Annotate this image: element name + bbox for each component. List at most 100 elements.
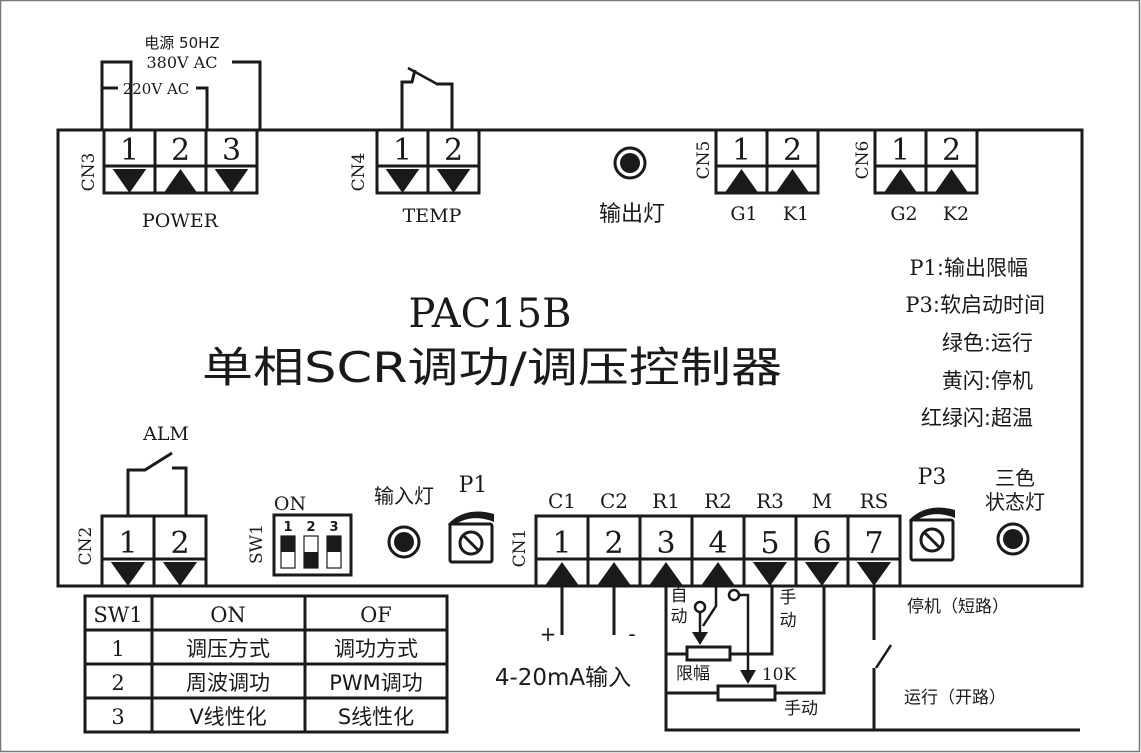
cn6-pin-2[interactable]: 2 — [942, 133, 961, 168]
cn6-id: CN6 — [853, 141, 873, 180]
selector-blade — [701, 586, 718, 627]
cn1-sub-label: RS — [860, 489, 889, 513]
run-switch-blade — [874, 644, 893, 669]
pot-arc-icon — [909, 507, 955, 524]
table-cell: 2 — [111, 671, 124, 695]
arrow-up-icon — [775, 169, 810, 193]
legend-item-p1: P1:输出限幅 — [909, 256, 1028, 280]
minus-label: - — [628, 622, 635, 646]
cn1-pin-1[interactable]: 1 — [552, 526, 571, 561]
p1-potentiometer[interactable]: P1 — [448, 473, 494, 564]
wire-380-right — [232, 60, 262, 130]
power-label-380v: 380V AC — [147, 53, 218, 72]
output-led-label: 输出灯 — [599, 202, 665, 227]
legend-item-green: 绿色:运行 — [942, 331, 1033, 355]
product-name: 单相SCR调功/调压控制器 — [202, 343, 782, 392]
table-header-cell: OF — [360, 603, 392, 627]
cn6-sub-g2: G2 — [890, 203, 917, 225]
dip-lever-icon — [281, 536, 295, 552]
arrow-up-icon — [934, 169, 969, 193]
arrow-down-icon — [856, 562, 892, 586]
cn3-id: CN3 — [79, 153, 99, 192]
cn1-pin-3[interactable]: 3 — [656, 526, 675, 561]
arrow-up-icon — [648, 562, 684, 586]
auto-label-2: 动 — [671, 607, 688, 627]
wire-380-left — [100, 60, 130, 130]
cn4-pin-2[interactable]: 2 — [444, 133, 463, 168]
status-led-label-2: 状态灯 — [985, 490, 1045, 514]
arrow-down-icon — [436, 169, 471, 193]
stop-label: 停机（短路） — [907, 597, 1009, 617]
legend-item-yellow: 黄闪:停机 — [942, 369, 1033, 393]
run-label: 运行（开路） — [904, 688, 1006, 708]
manual-switch-label-2: 动 — [780, 611, 797, 631]
dip-number: 1 — [283, 520, 292, 535]
wiper-arrow-icon — [692, 632, 708, 645]
temp-switch-wiring — [400, 66, 454, 130]
cn4-id: CN4 — [349, 153, 369, 192]
p3-label: P3 — [918, 465, 947, 490]
arrow-up-icon — [883, 169, 918, 193]
dip-number: 2 — [306, 520, 315, 535]
cn5-sub-g1: G1 — [730, 203, 757, 225]
cn2-pin-1[interactable]: 1 — [118, 526, 137, 561]
p3-potentiometer[interactable]: P3 — [909, 465, 955, 562]
wiper-arrow-icon — [740, 670, 756, 684]
cn1-id: CN1 — [510, 529, 530, 568]
cn5-pin-2[interactable]: 2 — [783, 133, 802, 168]
arrow-down-icon — [385, 169, 420, 193]
cn1-pin-4[interactable]: 4 — [708, 526, 727, 561]
arrow-down-icon — [752, 562, 788, 586]
legend: P1:输出限幅 P3:软启动时间 绿色:运行 黄闪:停机 红绿闪:超温 — [905, 256, 1045, 430]
legend-item-p3: P3:软启动时间 — [905, 293, 1045, 317]
arrow-down-icon — [110, 562, 146, 586]
power-supply-wiring: 电源 50HZ 380V AC 220V AC — [100, 34, 262, 130]
dip-lever-icon — [327, 536, 341, 552]
cn6-pin-1[interactable]: 1 — [891, 133, 910, 168]
arrow-up-icon — [163, 169, 198, 193]
wire-220-right — [196, 86, 209, 130]
wire — [400, 69, 417, 130]
wire — [126, 451, 173, 516]
input-led-label: 输入灯 — [374, 484, 434, 508]
cn1-pin-2[interactable]: 2 — [604, 526, 623, 561]
cn3-pin-1[interactable]: 1 — [120, 133, 139, 168]
cn5-pin-1[interactable]: 1 — [732, 133, 751, 168]
wire-m — [775, 586, 826, 695]
cn1-sub-label: M — [812, 489, 832, 513]
cn3-pin-3[interactable]: 3 — [222, 133, 241, 168]
arrow-up-icon — [544, 562, 580, 586]
cn2-id: CN2 — [76, 527, 96, 566]
wire — [739, 593, 750, 672]
manual-switch-label-1: 手 — [780, 588, 797, 608]
cn3-pin-2[interactable]: 2 — [171, 133, 190, 168]
table-cell: V线性化 — [189, 705, 266, 729]
cn1-pin-7[interactable]: 7 — [864, 526, 883, 561]
cn2-pin-2[interactable]: 2 — [170, 526, 189, 561]
wire — [436, 82, 454, 130]
cn1-pin-5[interactable]: 5 — [760, 526, 779, 561]
power-label-220v: 220V AC — [123, 80, 190, 98]
arrow-down-icon — [112, 169, 147, 193]
led-dot-icon — [620, 153, 640, 173]
cn1-sub-label: C2 — [600, 489, 628, 513]
cn4-pin-1[interactable]: 1 — [393, 133, 412, 168]
plus-label: + — [540, 622, 557, 646]
cn1-sub-label: R1 — [652, 489, 680, 513]
table-cell: 调压方式 — [186, 637, 270, 661]
cn2-label: ALM — [142, 423, 189, 445]
cn1-pin-6[interactable]: 6 — [812, 526, 831, 561]
p1-label: P1 — [459, 473, 488, 498]
resistor-label: 10K — [762, 665, 797, 685]
cn4-label: TEMP — [403, 205, 462, 227]
limit-label: 限幅 — [676, 664, 710, 684]
alarm-wiring: ALM — [126, 423, 189, 516]
limit-pot-resistor — [685, 645, 732, 662]
wire-r3 — [730, 586, 774, 656]
